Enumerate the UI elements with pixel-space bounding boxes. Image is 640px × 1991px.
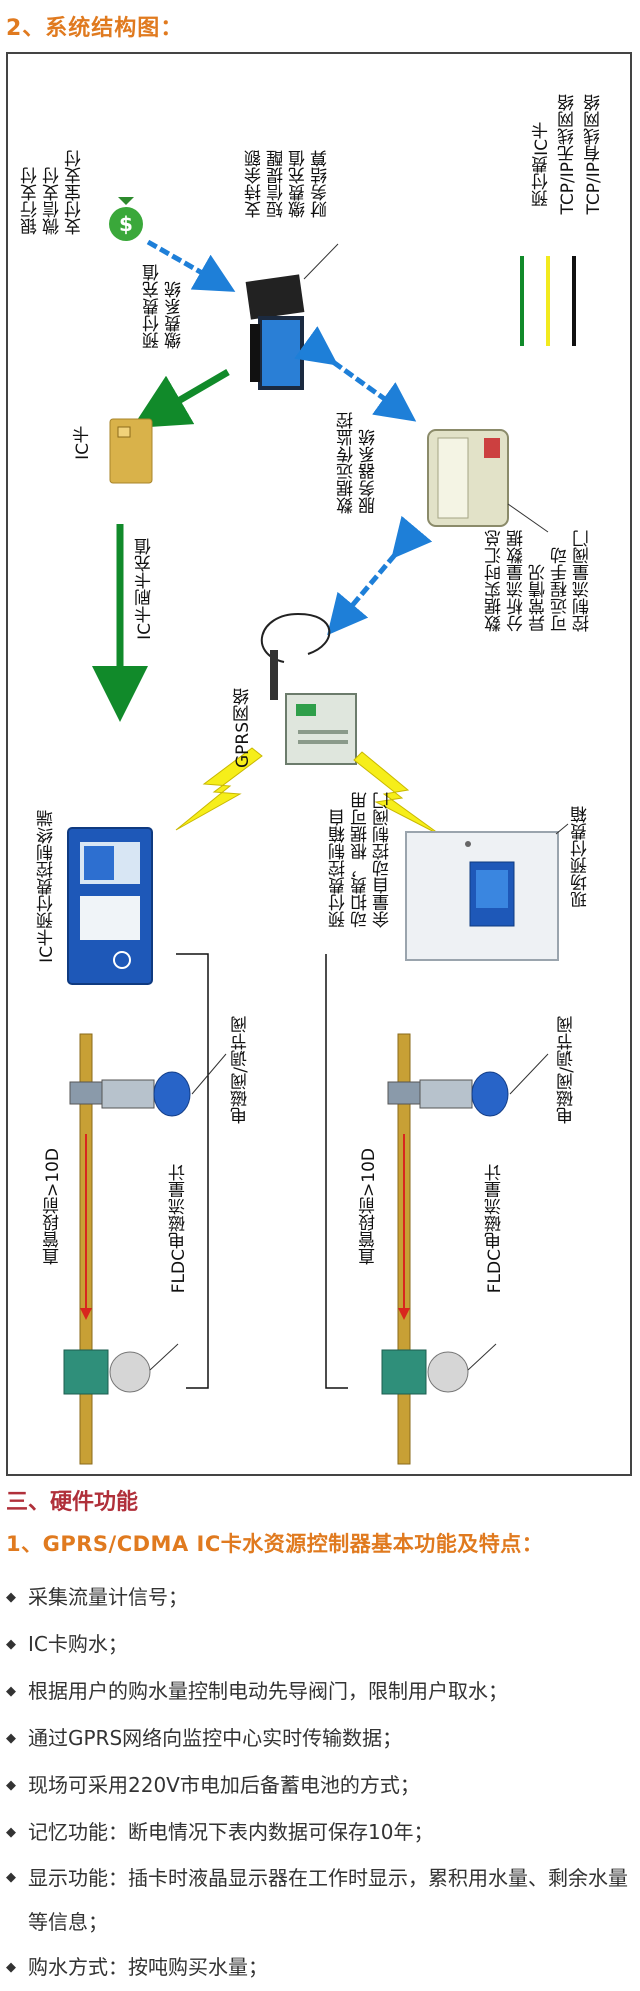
ic-recharge-label: IC卡刷卡充值 — [135, 538, 155, 640]
ic-card-label: IC卡 — [73, 426, 93, 460]
bullet-icon: ◆ — [6, 1684, 16, 1699]
server-icon — [427, 429, 509, 527]
list-item: ◆显示功能：插卡时液晶显示器在工作时显示，累积用水量、剩余水量等信息； — [6, 1856, 632, 1944]
bullet-icon: ◆ — [6, 1637, 16, 1652]
arrow-terminal-to-card — [131, 368, 230, 429]
wireless-bolt-right — [353, 751, 443, 837]
ic-terminal-label: IC卡预付费控制终端 — [37, 810, 57, 963]
bullet-icon: ◆ — [6, 1590, 16, 1605]
callout-flowmeter-left — [149, 1343, 179, 1371]
feature-list: ◆采集流量计信号； ◆IC卡购水； ◆根据用户的购水量控制电动先导阀门，限制用户… — [6, 1574, 632, 1991]
diagram-graphics: $ — [63, 197, 576, 1465]
prepay-box-label: 现场预付费箱 — [571, 806, 591, 908]
server-label: 数据远传监控 服务器系统 — [337, 412, 379, 514]
payment-terminal-icon — [245, 274, 305, 390]
section-title: 2、系统结构图： — [6, 16, 184, 41]
controller-subtitle: 1、GPRS/CDMA IC卡水资源控制器基本功能及特点： — [6, 1532, 544, 1556]
bullet-icon: ◆ — [6, 1731, 16, 1746]
bullet-icon: ◆ — [6, 1870, 16, 1885]
valve-right-label: 电磁阀/调节阀 — [557, 1016, 577, 1124]
flowmeter-right-label: FLDC电磁流量计 — [485, 1164, 505, 1294]
gprs-label: GPRS网络 — [233, 688, 253, 769]
list-item: ◆根据用户的购水量控制电动先导阀门，限制用户取水； — [6, 1668, 632, 1715]
list-item: ◆现场可采用220V市电加后备蓄电池的方式； — [6, 1762, 632, 1809]
legend-ic-label: 预付费IC卡 — [532, 122, 552, 207]
arrow-terminal-server — [294, 326, 417, 422]
callout-terminal-features — [303, 243, 339, 280]
bullet-icon: ◆ — [6, 1960, 16, 1975]
wireless-bolt-left — [175, 747, 263, 831]
gprs-module-icon — [260, 612, 357, 765]
analysis-label: 数据实时汇总 分析流量数据 异常情况 可远程手动 控制流量阀门 — [485, 530, 593, 632]
hardware-title: 三、硬件功能 — [6, 1490, 139, 1515]
callout-valve-left — [191, 1053, 227, 1095]
wire-left — [176, 953, 209, 1389]
list-item: ◆采集流量计信号； — [6, 1574, 632, 1621]
list-item: ◆购水方式：按吨购买水量； — [6, 1944, 632, 1991]
payment-methods-label: 银行支付 微信支付 支付宝支付 — [21, 150, 85, 235]
bullet-icon: ◆ — [6, 1825, 16, 1840]
svg-text:$: $ — [119, 212, 133, 236]
prepay-box-icon — [405, 831, 559, 961]
pipe-assembly-right — [381, 1033, 509, 1465]
callout-analysis — [507, 503, 549, 533]
pipe-right-label: 直管段前>10D — [359, 1148, 379, 1265]
list-item: ◆IC卡购水； — [6, 1621, 632, 1668]
pipe-assembly-left — [63, 1033, 191, 1465]
callout-flowmeter-right — [467, 1343, 497, 1371]
valve-left-label: 电磁阀/调节阀 — [231, 1016, 251, 1124]
list-item: ◆通过GPRS网络向监控中心实时传输数据； — [6, 1715, 632, 1762]
system-diagram: $ — [6, 52, 632, 1476]
prepay-recharge-label: 预付费充值 缴费系统 — [143, 264, 185, 349]
callout-prepay-box — [555, 823, 569, 835]
terminal-features-label: 支持余额 短信提醒 缴费充值 财务结算 — [245, 150, 331, 218]
legend-wireless-label: TCP/IP无线网络 — [558, 94, 578, 215]
list-item: ◆记忆功能：断电情况下表内数据可保存10年； — [6, 1809, 632, 1856]
ic-terminal-icon — [67, 827, 153, 985]
callout-valve-right — [509, 1053, 549, 1095]
ic-card-icon — [109, 418, 153, 484]
money-bag-icon: $ — [109, 197, 143, 241]
bullet-icon: ◆ — [6, 1778, 16, 1793]
legend-wired-label: TCP/IP有线网络 — [584, 94, 604, 215]
pipe-left-label: 直管段前>10D — [43, 1148, 63, 1265]
flowmeter-left-label: FLDC电磁流量计 — [169, 1164, 189, 1294]
arrow-server-gprs — [327, 515, 433, 636]
prepay-box-desc: 预付费控制箱自 动扣费，根据可用 余量自动控制阀门 — [329, 792, 393, 928]
wire-right — [325, 954, 348, 1389]
